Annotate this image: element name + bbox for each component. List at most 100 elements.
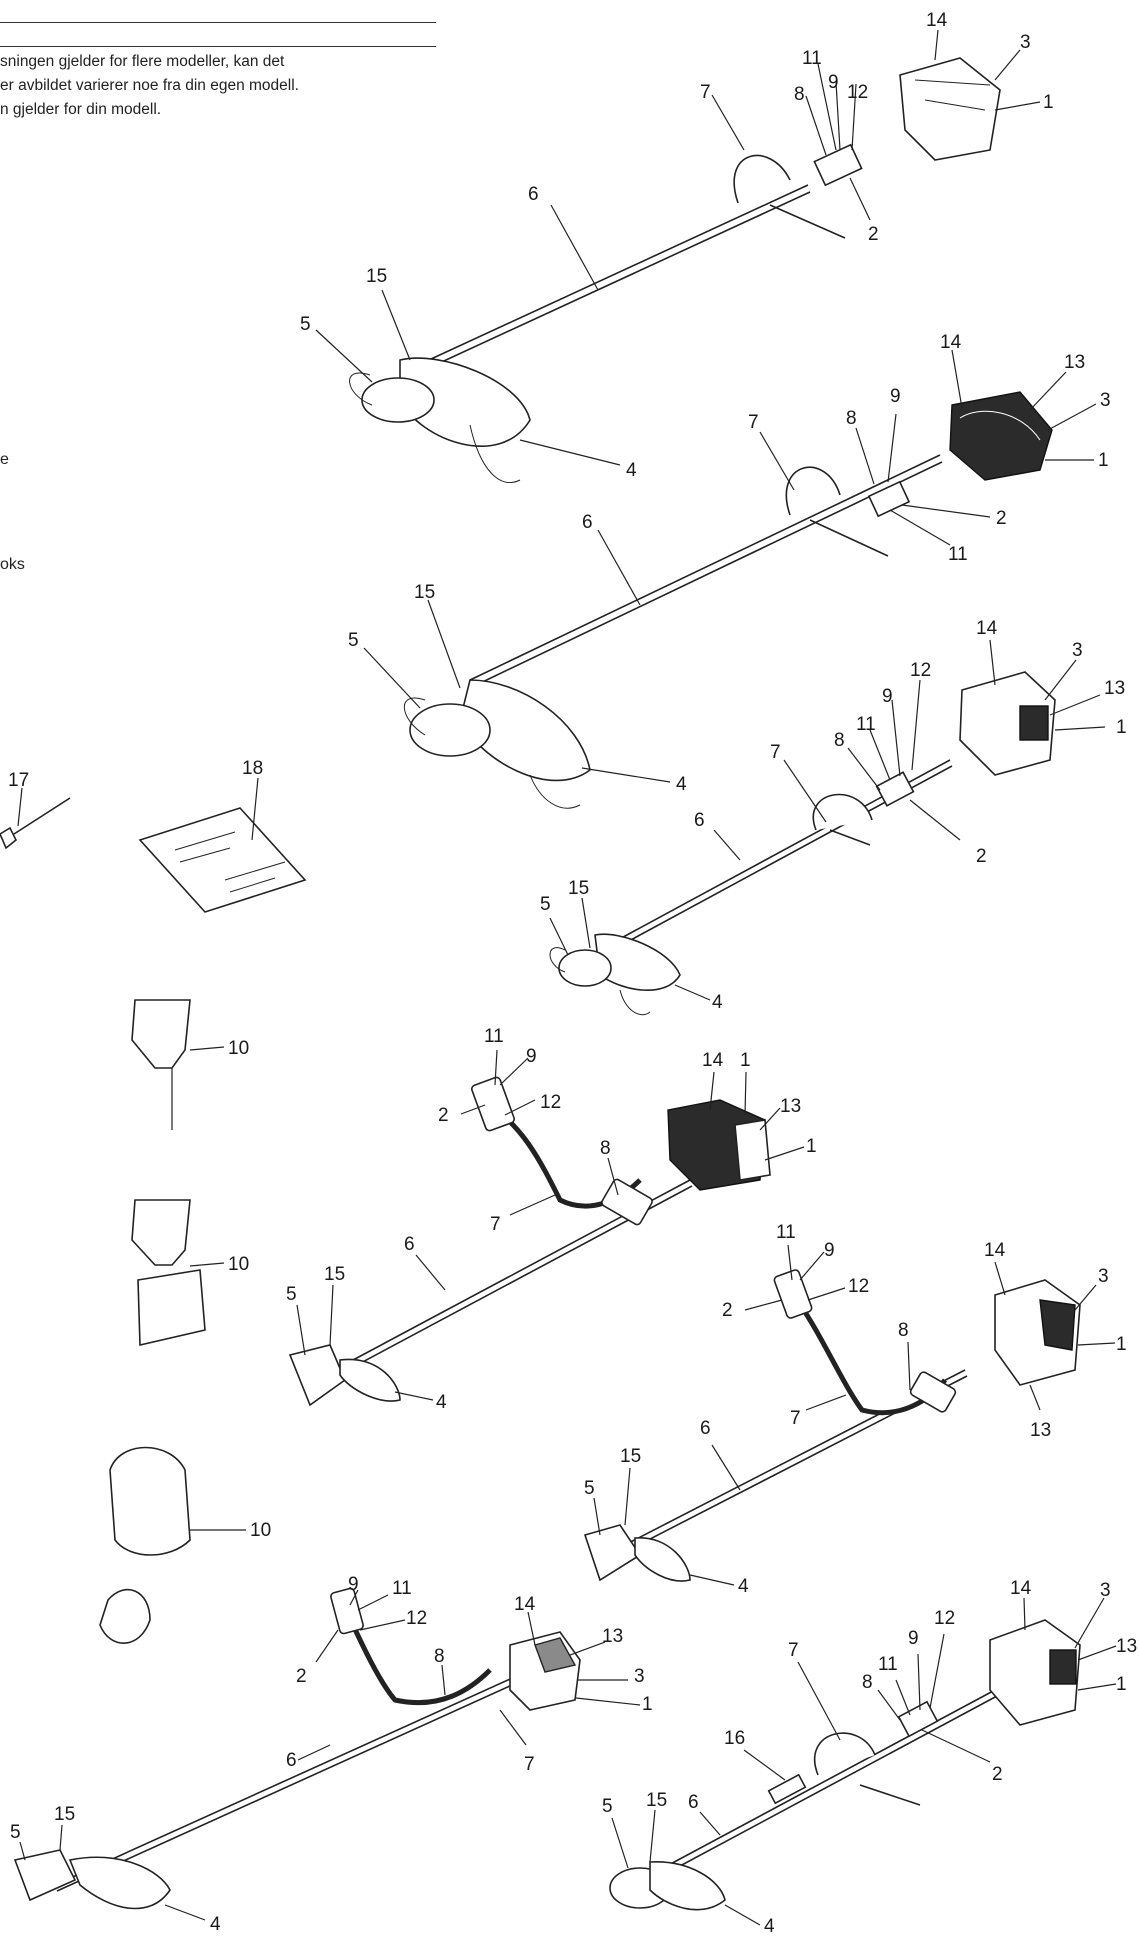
leader-13 <box>1029 1384 1041 1411</box>
leader-5 <box>315 329 373 383</box>
wrench-handle <box>13 797 71 835</box>
leader-7 <box>783 759 827 823</box>
callout-7: 7 <box>524 1754 535 1775</box>
leader-6 <box>711 1444 741 1491</box>
callout-11: 11 <box>802 48 822 69</box>
harness-hip-pad <box>99 1588 151 1644</box>
callout-1: 1 <box>1098 450 1109 471</box>
leader-4 <box>724 1904 761 1926</box>
trimmer-head <box>409 703 491 757</box>
callout-13: 13 <box>1064 352 1085 373</box>
trimmer-head <box>558 949 612 987</box>
cut-text-fragment-oks: oks <box>0 556 25 573</box>
callout-5: 5 <box>602 1796 613 1817</box>
callout-13: 13 <box>1030 1420 1051 1441</box>
callout-15: 15 <box>620 1446 641 1467</box>
leader-13 <box>1029 371 1067 411</box>
callout-1-top: 1 <box>740 1050 751 1071</box>
callout-11: 11 <box>776 1222 796 1243</box>
leader-15 <box>381 289 411 361</box>
leader-3 <box>1074 1597 1105 1649</box>
callout-14: 14 <box>984 1240 1006 1261</box>
callout-14: 14 <box>976 618 998 639</box>
callout-11: 11 <box>392 1578 412 1599</box>
shaft-edge <box>419 191 811 373</box>
accessories: 17 18 10 10 10 <box>0 758 307 1644</box>
leader-2 <box>909 799 961 841</box>
callout-13: 13 <box>602 1626 623 1647</box>
leader-11 <box>889 509 951 546</box>
leader-1 <box>994 101 1041 111</box>
section-rule <box>0 46 436 47</box>
trimmer-line <box>549 947 651 1016</box>
leader-2 <box>744 1299 783 1311</box>
leader-16 <box>743 1749 786 1781</box>
callout-14: 14 <box>940 332 962 353</box>
fuel-cap-block <box>1049 1649 1077 1685</box>
right-grip <box>773 1269 813 1319</box>
callout-3: 3 <box>1020 32 1031 53</box>
cut-text-fragment-e: e <box>0 451 9 468</box>
leader-4 <box>689 1574 735 1586</box>
shaft-edge <box>471 461 943 688</box>
leader-1 <box>1054 726 1106 731</box>
callout-6: 6 <box>286 1750 297 1771</box>
leader-2 <box>315 1629 339 1663</box>
callout-6: 6 <box>694 810 705 831</box>
blade <box>288 1344 346 1407</box>
engine-cover <box>1039 1299 1076 1351</box>
leader-8 <box>855 427 875 485</box>
leader-3 <box>994 49 1021 81</box>
trimmer-model-3: 14 3 13 1 12 9 11 8 7 2 6 15 5 4 <box>540 618 1127 1016</box>
callout-12: 12 <box>847 82 868 103</box>
engine <box>959 671 1056 776</box>
callout-15: 15 <box>366 266 387 287</box>
leader-14 <box>709 1071 715 1111</box>
trimmer-model-2: 14 13 3 1 9 8 7 2 11 6 15 5 4 <box>348 332 1111 809</box>
shaft <box>54 1669 531 1886</box>
callout-15: 15 <box>54 1804 75 1825</box>
leader-7 <box>805 1394 847 1411</box>
leader-12 <box>929 1633 945 1709</box>
callout-1-side: 1 <box>806 1136 817 1157</box>
callout-3: 3 <box>1098 1266 1109 1287</box>
strap-with-hip-pad <box>131 1199 191 1266</box>
leader-14 <box>1023 1597 1026 1631</box>
leader-5 <box>296 1304 306 1356</box>
leader-4 <box>394 1391 434 1401</box>
leader-10-b <box>189 1262 225 1267</box>
leader-10-a <box>189 1046 225 1051</box>
callout-4: 4 <box>712 992 723 1013</box>
callout-4: 4 <box>738 1576 749 1597</box>
intro-line-3: n gjelder for din modell. <box>0 101 162 118</box>
grass-guard <box>459 679 591 782</box>
throttle-grip <box>813 143 863 187</box>
callout-12: 12 <box>934 1608 955 1629</box>
grass-guard <box>399 357 531 447</box>
loop-handle <box>733 154 791 204</box>
trimmer-head <box>361 377 435 423</box>
callout-5: 5 <box>300 314 311 335</box>
callout-6: 6 <box>404 1234 415 1255</box>
callout-12: 12 <box>406 1608 427 1629</box>
leader-7 <box>797 1661 841 1741</box>
callout-7: 7 <box>490 1214 501 1235</box>
trimmer-model-4: 11 9 2 12 14 1 13 1 8 7 6 15 5 4 <box>286 1026 817 1413</box>
leader-14 <box>951 349 963 409</box>
callout-13: 13 <box>780 1096 801 1117</box>
callout-6: 6 <box>582 512 593 533</box>
leader-15 <box>649 1809 656 1863</box>
handle-bar <box>809 519 889 557</box>
instruction-manual <box>138 807 307 913</box>
leader-11 <box>817 63 837 151</box>
leader-12 <box>851 83 857 151</box>
leader-3 <box>1044 659 1077 701</box>
callout-7: 7 <box>700 82 711 103</box>
right-grip <box>330 1587 364 1635</box>
callout-14: 14 <box>702 1050 724 1071</box>
callout-1: 1 <box>1116 717 1127 738</box>
shaft <box>417 184 809 366</box>
leader-8 <box>607 1157 619 1196</box>
